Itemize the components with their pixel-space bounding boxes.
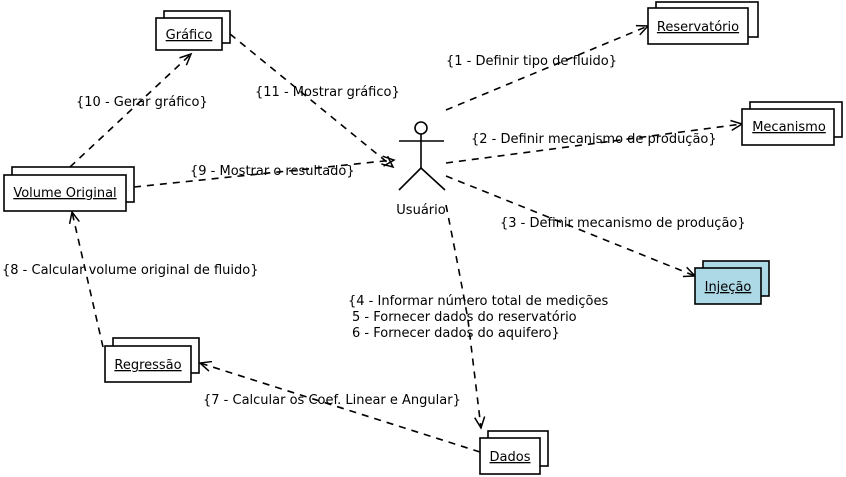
message-11: {11 - Mostrar gráfico} [255, 85, 400, 100]
edge-dados-regressao [198, 360, 481, 453]
edge-regressao-volume [68, 210, 104, 348]
object-grafico-label: Gráfico [166, 28, 213, 43]
message-9: {9 - Mostrar o resultado} [190, 164, 355, 179]
object-volume-original-label: Volume Original [13, 186, 116, 201]
object-volume-original: Volume Original [3, 166, 135, 212]
edge-volume-usuario [133, 155, 396, 188]
object-reservatorio: Reservatório [647, 1, 759, 45]
edge-usuario-dados [445, 204, 486, 430]
actor-left-leg [398, 167, 422, 191]
message-5: 5 - Fornecer dados do reservatório [352, 310, 577, 325]
object-injecao: Injeção [694, 260, 770, 305]
message-8: {8 - Calcular volume original de fluido} [2, 263, 259, 278]
actor-usuario: Usuário [396, 121, 446, 218]
message-10: {10 - Gerar gráfico} [76, 95, 208, 110]
message-1: {1 - Definir tipo de fluido} [446, 54, 617, 69]
object-regressao: Regressão [104, 337, 200, 383]
object-mecanismo: Mecanismo [741, 101, 843, 146]
edge-usuario-mecanismo [445, 119, 744, 164]
message-6: 6 - Fornecer dados do aquifero} [352, 326, 560, 341]
object-regressao-label: Regressão [114, 358, 181, 373]
object-reservatorio-label: Reservatório [657, 20, 739, 35]
actor-right-leg [420, 167, 446, 191]
object-mecanismo-label: Mecanismo [752, 120, 826, 135]
message-7: {7 - Calcular os Coef. Linear e Angular} [203, 393, 461, 408]
edge-grafico-usuario [229, 33, 395, 169]
message-4: {4 - Informar número total de medições [348, 294, 608, 309]
actor-label: Usuário [396, 203, 445, 218]
message-3: {3 - Definir mecanismo de produção} [500, 216, 746, 231]
object-dados-label: Dados [490, 450, 531, 465]
object-grafico: Gráfico [155, 10, 231, 51]
message-2: {2 - Definir mecanismo de produção} [471, 132, 717, 147]
actor-head [414, 121, 428, 135]
edge-volume-grafico [69, 52, 193, 168]
object-injecao-label: Injeção [705, 280, 752, 295]
edge-usuario-reservatorio [445, 24, 650, 111]
object-dados: Dados [479, 430, 549, 475]
edge-usuario-injecao [445, 175, 697, 278]
